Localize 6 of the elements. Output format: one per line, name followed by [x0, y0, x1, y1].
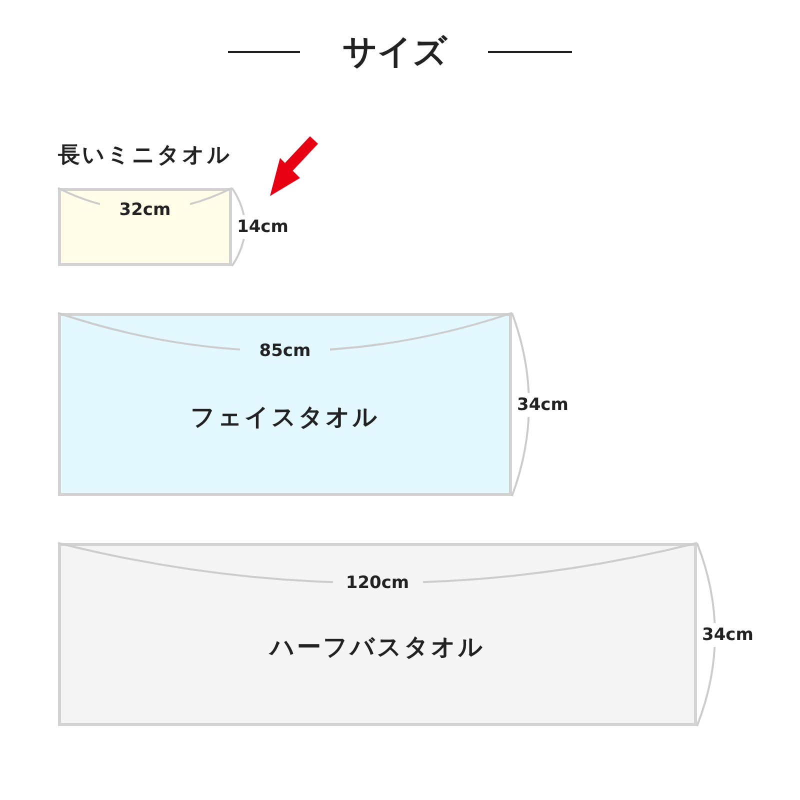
- title: サイズ: [342, 31, 449, 74]
- dimension-label: 34cm: [700, 622, 756, 646]
- towel-name: フェイスタオル: [190, 402, 380, 432]
- towel-name: ハーフバスタオル: [270, 632, 485, 662]
- dimension-label: 34cm: [515, 392, 570, 416]
- towel-name: 長いミニタオル: [58, 142, 232, 170]
